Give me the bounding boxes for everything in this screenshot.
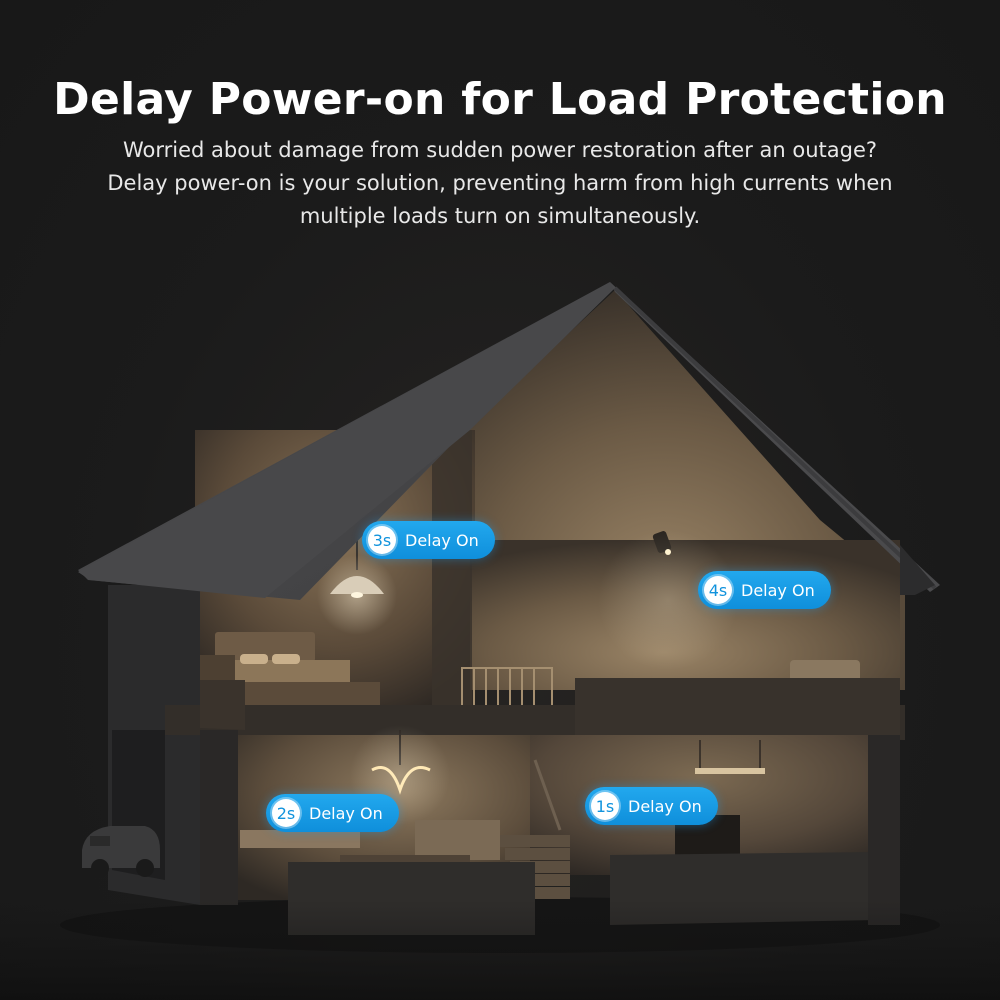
roof-surface bbox=[78, 282, 615, 598]
delay-badge-2s: 2s Delay On bbox=[266, 794, 399, 832]
lower-left-side-wall bbox=[200, 730, 238, 905]
kitchen-island bbox=[415, 820, 500, 860]
lower-right-side-wall bbox=[868, 735, 900, 925]
delay-badge-seconds: 1s bbox=[591, 792, 619, 820]
delay-badge-seconds: 4s bbox=[704, 576, 732, 604]
delay-badge-seconds: 2s bbox=[272, 799, 300, 827]
delay-badge-label: Delay On bbox=[628, 796, 702, 816]
dining-table bbox=[340, 855, 470, 865]
loft-balcony bbox=[575, 678, 900, 735]
kitchen-counter bbox=[240, 830, 360, 848]
delay-badge-seconds: 3s bbox=[368, 526, 396, 554]
pendant-lamp bbox=[330, 576, 384, 594]
bedroom-balcony bbox=[200, 680, 245, 730]
delay-badge-label: Delay On bbox=[309, 803, 383, 823]
delay-badge-3s: 3s Delay On bbox=[362, 521, 495, 559]
dining-pendant bbox=[695, 768, 765, 774]
toy-car bbox=[82, 826, 160, 877]
bed-pillow-2 bbox=[272, 654, 300, 664]
subtitle-line-3: multiple loads turn on simultaneously. bbox=[299, 204, 701, 228]
subtitle-line-1: Worried about damage from sudden power r… bbox=[122, 138, 878, 162]
headline: Delay Power-on for Load Protection bbox=[53, 74, 947, 125]
center-wall bbox=[432, 430, 472, 720]
delay-badge-4s: 4s Delay On bbox=[698, 571, 831, 609]
delay-badge-1s: 1s Delay On bbox=[585, 787, 718, 825]
bed-pillow-1 bbox=[240, 654, 268, 664]
subtitle-line-2: Delay power-on is your solution, prevent… bbox=[107, 171, 893, 195]
delay-badge-label: Delay On bbox=[741, 580, 815, 600]
delay-badge-label: Delay On bbox=[405, 530, 479, 550]
subtitle: Worried about damage from sudden power r… bbox=[70, 134, 930, 233]
right-outer-wall bbox=[900, 545, 935, 595]
